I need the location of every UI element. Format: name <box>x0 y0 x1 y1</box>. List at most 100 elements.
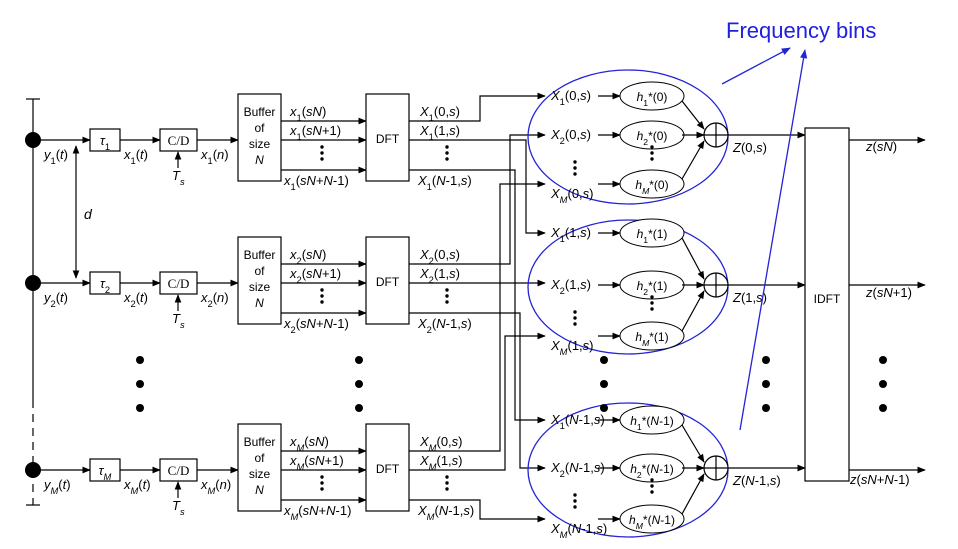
buffer-text-3-1: of <box>254 451 265 465</box>
buffer-text-2-2: size <box>249 280 271 294</box>
buf-out-label-2-2: x2(sN+N-1) <box>283 316 349 335</box>
sum-out-label-2: Z(1,s) <box>732 290 767 305</box>
buf-out-label-1-2: x2(sN+1) <box>289 266 341 285</box>
bin-input-label-1-0: X1(0,s) <box>550 88 591 107</box>
bin-input-ellipsis-3 <box>573 493 577 509</box>
buffer-text-1-1: of <box>254 121 265 135</box>
ts-label-1: Ts <box>172 168 185 187</box>
wire-weight-sum-2-2 <box>681 290 705 332</box>
route-XM-1 <box>409 332 546 471</box>
route-XM-N1 <box>409 499 546 523</box>
weight-node-3-0 <box>619 405 685 435</box>
delay-label-3: τM <box>99 463 112 482</box>
bin-input-label-2-1: X2(1,s) <box>550 277 591 296</box>
buf-out-ellipsis-3 <box>320 475 324 491</box>
row-ellipsis-5 <box>879 356 887 412</box>
buffer-block-2 <box>237 236 282 325</box>
buffer-text-2-0: Buffer <box>244 248 276 262</box>
buffer-text-1-2: size <box>249 137 271 151</box>
annotation-arrow-1 <box>721 47 791 85</box>
weight-label-2-1: h2*(1) <box>637 279 668 297</box>
bin-input-label-3-1: X2(N-1,s) <box>550 460 605 479</box>
weight-label-1-2: hM*(0) <box>635 178 668 196</box>
bin-input-label-1-1: X2(0,s) <box>550 127 591 146</box>
route-XM-0 <box>409 180 546 452</box>
buffer-text-3-2: size <box>249 467 271 481</box>
dft-out-label-2-3: XM(N-1,s) <box>417 503 474 522</box>
dft-out-ellipsis-3 <box>445 475 449 491</box>
xt-label-1: x1(t) <box>123 147 148 166</box>
dft-out-label-0-3: XM(0,s) <box>419 434 463 453</box>
cd-label-1: C/D <box>168 133 190 148</box>
xn-label-2: x2(n) <box>200 290 229 309</box>
dft-out-label-1-3: XM(1,s) <box>419 453 463 472</box>
wire-weight-sum-2-0 <box>681 237 705 280</box>
weight-label-2-0: h1*(1) <box>637 227 668 245</box>
frequency-bins-title: Frequency bins <box>726 18 876 43</box>
delay-label-2: τ2 <box>100 276 110 295</box>
bin-input-label-3-0: X1(N-1,s) <box>550 412 605 431</box>
dft-out-label-1-1: X1(1,s) <box>419 123 460 142</box>
buf-out-label-2-3: xM(sN+N-1) <box>283 503 351 522</box>
buf-out-label-2-1: x1(sN+N-1) <box>283 173 349 192</box>
dft-block-3 <box>365 423 410 512</box>
dft-out-ellipsis-1 <box>445 145 449 161</box>
row-ellipsis-3 <box>600 356 608 412</box>
wire-weight-sum-3-0 <box>681 424 705 463</box>
cd-label-3: C/D <box>168 463 190 478</box>
weight-ellipsis-2 <box>650 295 654 311</box>
weight-label-3-0: h1*(N-1) <box>630 414 674 432</box>
output-label-3: z(sN+N-1) <box>849 472 910 487</box>
bin-input-ellipsis-2 <box>573 310 577 326</box>
buffer-text-1-3: N <box>255 153 264 167</box>
bin-input-ellipsis-1 <box>573 160 577 176</box>
bin-input-label-1-2: XM(0,s) <box>550 186 594 205</box>
buf-out-label-1-1: x1(sN+1) <box>289 123 341 142</box>
spacing-label: d <box>84 206 93 222</box>
dft-label-1: DFT <box>376 132 400 146</box>
dft-block-2 <box>365 236 410 325</box>
weight-node-1-2 <box>619 169 685 199</box>
ts-label-3: Ts <box>172 498 185 517</box>
buf-out-label-0-2: x2(sN) <box>289 247 326 266</box>
route-X2-0 <box>409 131 546 265</box>
dft-label-3: DFT <box>376 462 400 476</box>
dft-out-label-2-1: X1(N-1,s) <box>417 173 472 192</box>
route-X2-N1 <box>409 312 546 472</box>
dft-out-label-1-2: X2(1,s) <box>419 266 460 285</box>
bin-input-label-2-0: X1(1,s) <box>550 225 591 244</box>
weight-label-2-2: hM*(1) <box>635 330 668 348</box>
route-X1-1 <box>409 139 546 237</box>
buf-out-label-0-1: x1(sN) <box>289 104 326 123</box>
buffer-text-1-0: Buffer <box>244 105 276 119</box>
weight-label-1-1: h2*(0) <box>637 129 668 147</box>
row-ellipsis-1 <box>136 356 144 412</box>
buffer-block-3 <box>237 423 282 512</box>
dft-out-ellipsis-2 <box>445 288 449 304</box>
weight-node-1-0 <box>619 81 685 111</box>
dft-out-label-0-1: X1(0,s) <box>419 104 460 123</box>
buf-out-ellipsis-2 <box>320 288 324 304</box>
dft-out-label-0-2: X2(0,s) <box>419 247 460 266</box>
row-ellipsis-4 <box>762 356 770 412</box>
buf-out-ellipsis-1 <box>320 145 324 161</box>
sensor-label-3: yM(t) <box>43 477 71 496</box>
output-label-2: z(sN+1) <box>865 285 912 300</box>
weight-node-3-2 <box>619 504 685 534</box>
wire-weight-sum-1-2 <box>681 140 705 180</box>
route-X1-N1 <box>409 169 546 424</box>
cd-label-2: C/D <box>168 276 190 291</box>
buf-out-label-1-3: xM(sN+1) <box>289 453 344 472</box>
wire-weight-sum-3-2 <box>681 473 705 515</box>
buffer-block-1 <box>237 93 282 182</box>
route-X1-0 <box>409 92 546 122</box>
buffer-text-3-0: Buffer <box>244 435 276 449</box>
xt-label-2: x2(t) <box>123 290 148 309</box>
weight-ellipsis-1 <box>650 145 654 161</box>
sensor-label-1: y1(t) <box>43 147 68 166</box>
bin-input-label-2-2: XM(1,s) <box>550 338 594 357</box>
wire-weight-sum-1-0 <box>681 100 705 130</box>
sum-out-label-3: Z(N-1,s) <box>732 473 781 488</box>
dft-out-label-2-2: X2(N-1,s) <box>417 316 472 335</box>
annotation-arrow-2 <box>739 49 808 431</box>
